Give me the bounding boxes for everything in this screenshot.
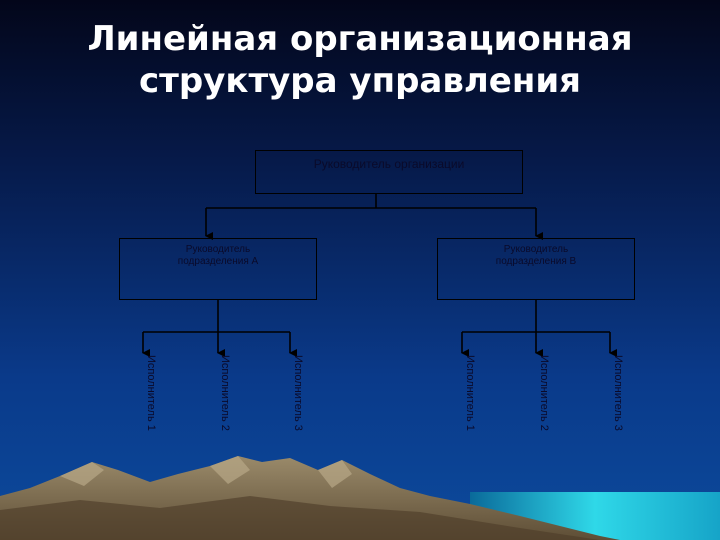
unit-b-executor-2-label: Исполнитель 2 [538, 355, 550, 431]
mountain-shadow [0, 496, 600, 540]
unit-a-executor-3: Исполнитель 3 [287, 355, 309, 450]
unit-a-manager-line-1: Руководитель [185, 244, 251, 255]
unit-a-manager-box: Руководитель подразделения А [119, 238, 317, 300]
org-head-label: Руководитель организации [313, 157, 465, 171]
slide-title: Линейная организационная структура управ… [0, 18, 720, 102]
org-head-box: Руководитель организации [255, 150, 523, 194]
unit-b-executor-3: Исполнитель 3 [607, 355, 629, 450]
title-line-1: Линейная организационная [87, 19, 633, 59]
unit-a-executor-3-label: Исполнитель 3 [292, 355, 304, 431]
unit-b-executor-1: Исполнитель 1 [459, 355, 481, 450]
unit-b-executor-1-label: Исполнитель 1 [464, 355, 476, 431]
unit-a-executor-2-label: Исполнитель 2 [219, 355, 231, 431]
unit-b-executor-3-label: Исполнитель 3 [612, 355, 624, 431]
unit-b-executor-2: Исполнитель 2 [533, 355, 555, 450]
unit-b-manager-line-2: подразделения В [495, 256, 577, 267]
unit-b-manager-line-1: Руководитель [503, 244, 569, 255]
unit-a-executor-1: Исполнитель 1 [140, 355, 162, 450]
unit-a-executor-1-label: Исполнитель 1 [145, 355, 157, 431]
unit-a-manager-line-2: подразделения А [177, 256, 259, 267]
title-line-2: структура управления [139, 61, 581, 101]
unit-b-manager-box: Руководитель подразделения В [437, 238, 635, 300]
unit-a-executor-2: Исполнитель 2 [214, 355, 236, 450]
